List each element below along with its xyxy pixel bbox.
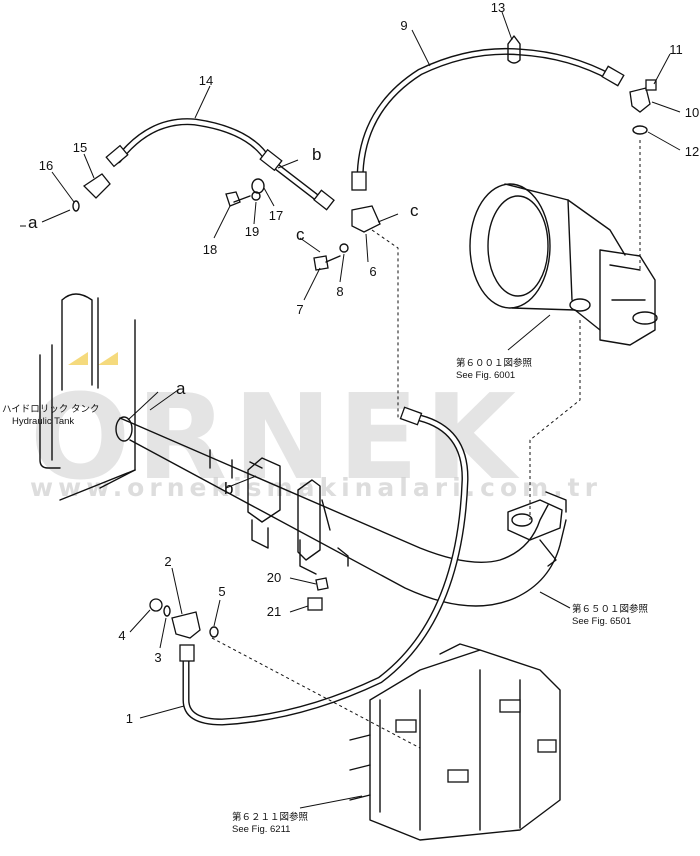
part-labels: 1 2 3 4 5 6 7 8 9 10 11 12 13 14 15 16 1… xyxy=(39,0,699,726)
ref-tank-en: Hydraulic Tank xyxy=(12,416,74,427)
part-label-1: 1 xyxy=(126,711,133,726)
hose-1 xyxy=(179,406,469,726)
connection-letter-c-bottom: c xyxy=(296,225,305,244)
part-label-3: 3 xyxy=(154,650,161,665)
connection-letter-a-bottom: a xyxy=(176,379,186,398)
part-label-5: 5 xyxy=(218,584,225,599)
ref-tank-jp: ハイドロリック タンク xyxy=(2,404,99,415)
connection-letter-a-top: a xyxy=(28,213,38,232)
ref-fig6001-en: See Fig. 6001 xyxy=(456,370,515,381)
part-label-12: 12 xyxy=(685,144,699,159)
hose-9 xyxy=(351,35,625,191)
pump-housing xyxy=(469,183,658,346)
part-label-4: 4 xyxy=(118,628,125,643)
leader-lines xyxy=(41,11,681,809)
part-label-6: 6 xyxy=(369,264,376,279)
part-label-18: 18 xyxy=(203,242,217,257)
watermark-accent-triangle xyxy=(68,352,88,365)
part-label-14: 14 xyxy=(199,73,213,88)
part-label-2: 2 xyxy=(164,554,171,569)
part-label-10: 10 xyxy=(685,105,699,120)
connection-letter-c-top: c xyxy=(410,201,419,220)
hydraulic-tank xyxy=(39,293,136,501)
ref-fig6211-jp: 第６２１１図参照 xyxy=(232,811,309,823)
connection-letters: a b c a b c xyxy=(20,145,419,498)
part-label-19: 19 xyxy=(245,224,259,239)
ref-fig6501-jp: 第６５０１図参照 xyxy=(572,603,649,615)
ref-fig6501-en: See Fig. 6501 xyxy=(572,616,631,627)
fittings xyxy=(72,79,657,639)
part-label-8: 8 xyxy=(336,284,343,299)
connection-letter-b-top: b xyxy=(312,145,321,164)
watermark-accent-triangle-2 xyxy=(98,352,118,365)
hose-14 xyxy=(105,118,335,211)
control-valve xyxy=(349,643,561,841)
part-label-20: 20 xyxy=(267,570,281,585)
dashed-connections xyxy=(211,140,641,749)
part-label-13: 13 xyxy=(491,0,505,15)
part-label-9: 9 xyxy=(400,18,407,33)
connection-letter-b-bottom: b xyxy=(224,479,233,498)
reference-notes: 第６００１図参照 See Fig. 6001 第６５０１図参照 See Fig.… xyxy=(2,357,649,835)
part-label-7: 7 xyxy=(296,302,303,317)
part-label-16: 16 xyxy=(39,158,53,173)
part-label-21: 21 xyxy=(267,604,281,619)
suction-pipe xyxy=(115,416,567,607)
ref-fig6001-jp: 第６００１図参照 xyxy=(456,357,533,369)
part-label-11: 11 xyxy=(669,42,683,57)
watermark-url: www.ornekismakinalari.com.tr xyxy=(30,473,602,502)
part-label-17: 17 xyxy=(269,208,283,223)
part-label-15: 15 xyxy=(73,140,87,155)
ref-fig6211-en: See Fig. 6211 xyxy=(232,824,290,835)
